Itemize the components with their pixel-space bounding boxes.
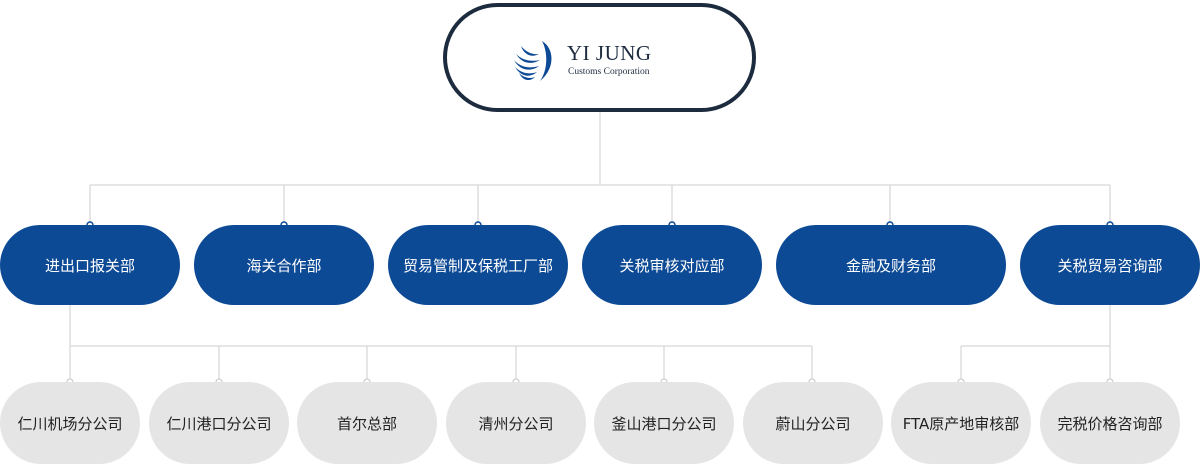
department-node[interactable]: 进出口报关部 bbox=[0, 225, 180, 305]
department-node[interactable]: 海关合作部 bbox=[194, 225, 374, 305]
branch-node[interactable]: 清州分公司 bbox=[446, 382, 586, 464]
department-node[interactable]: 关税贸易咨询部 bbox=[1020, 225, 1200, 305]
yi-jung-swoosh-logo-icon bbox=[514, 41, 552, 81]
company-name: YI JUNG bbox=[567, 41, 652, 65]
department-node[interactable]: 金融及财务部 bbox=[776, 225, 1006, 305]
department-node[interactable]: 贸易管制及保税工厂部 bbox=[388, 225, 568, 305]
branch-node[interactable]: 蔚山分公司 bbox=[743, 382, 883, 464]
branch-node[interactable]: 首尔总部 bbox=[297, 382, 437, 464]
branch-node[interactable]: 完税价格咨询部 bbox=[1040, 382, 1180, 464]
branch-node[interactable]: 仁川港口分公司 bbox=[149, 382, 289, 464]
root-node-yi-jung bbox=[443, 3, 756, 112]
company-subtitle: Customs Corporation bbox=[568, 67, 650, 77]
branch-node[interactable]: FTA原产地审核部 bbox=[891, 382, 1031, 464]
branch-node[interactable]: 仁川机场分公司 bbox=[0, 382, 140, 464]
department-node[interactable]: 关税审核对应部 bbox=[582, 225, 762, 305]
branch-node[interactable]: 釜山港口分公司 bbox=[594, 382, 734, 464]
